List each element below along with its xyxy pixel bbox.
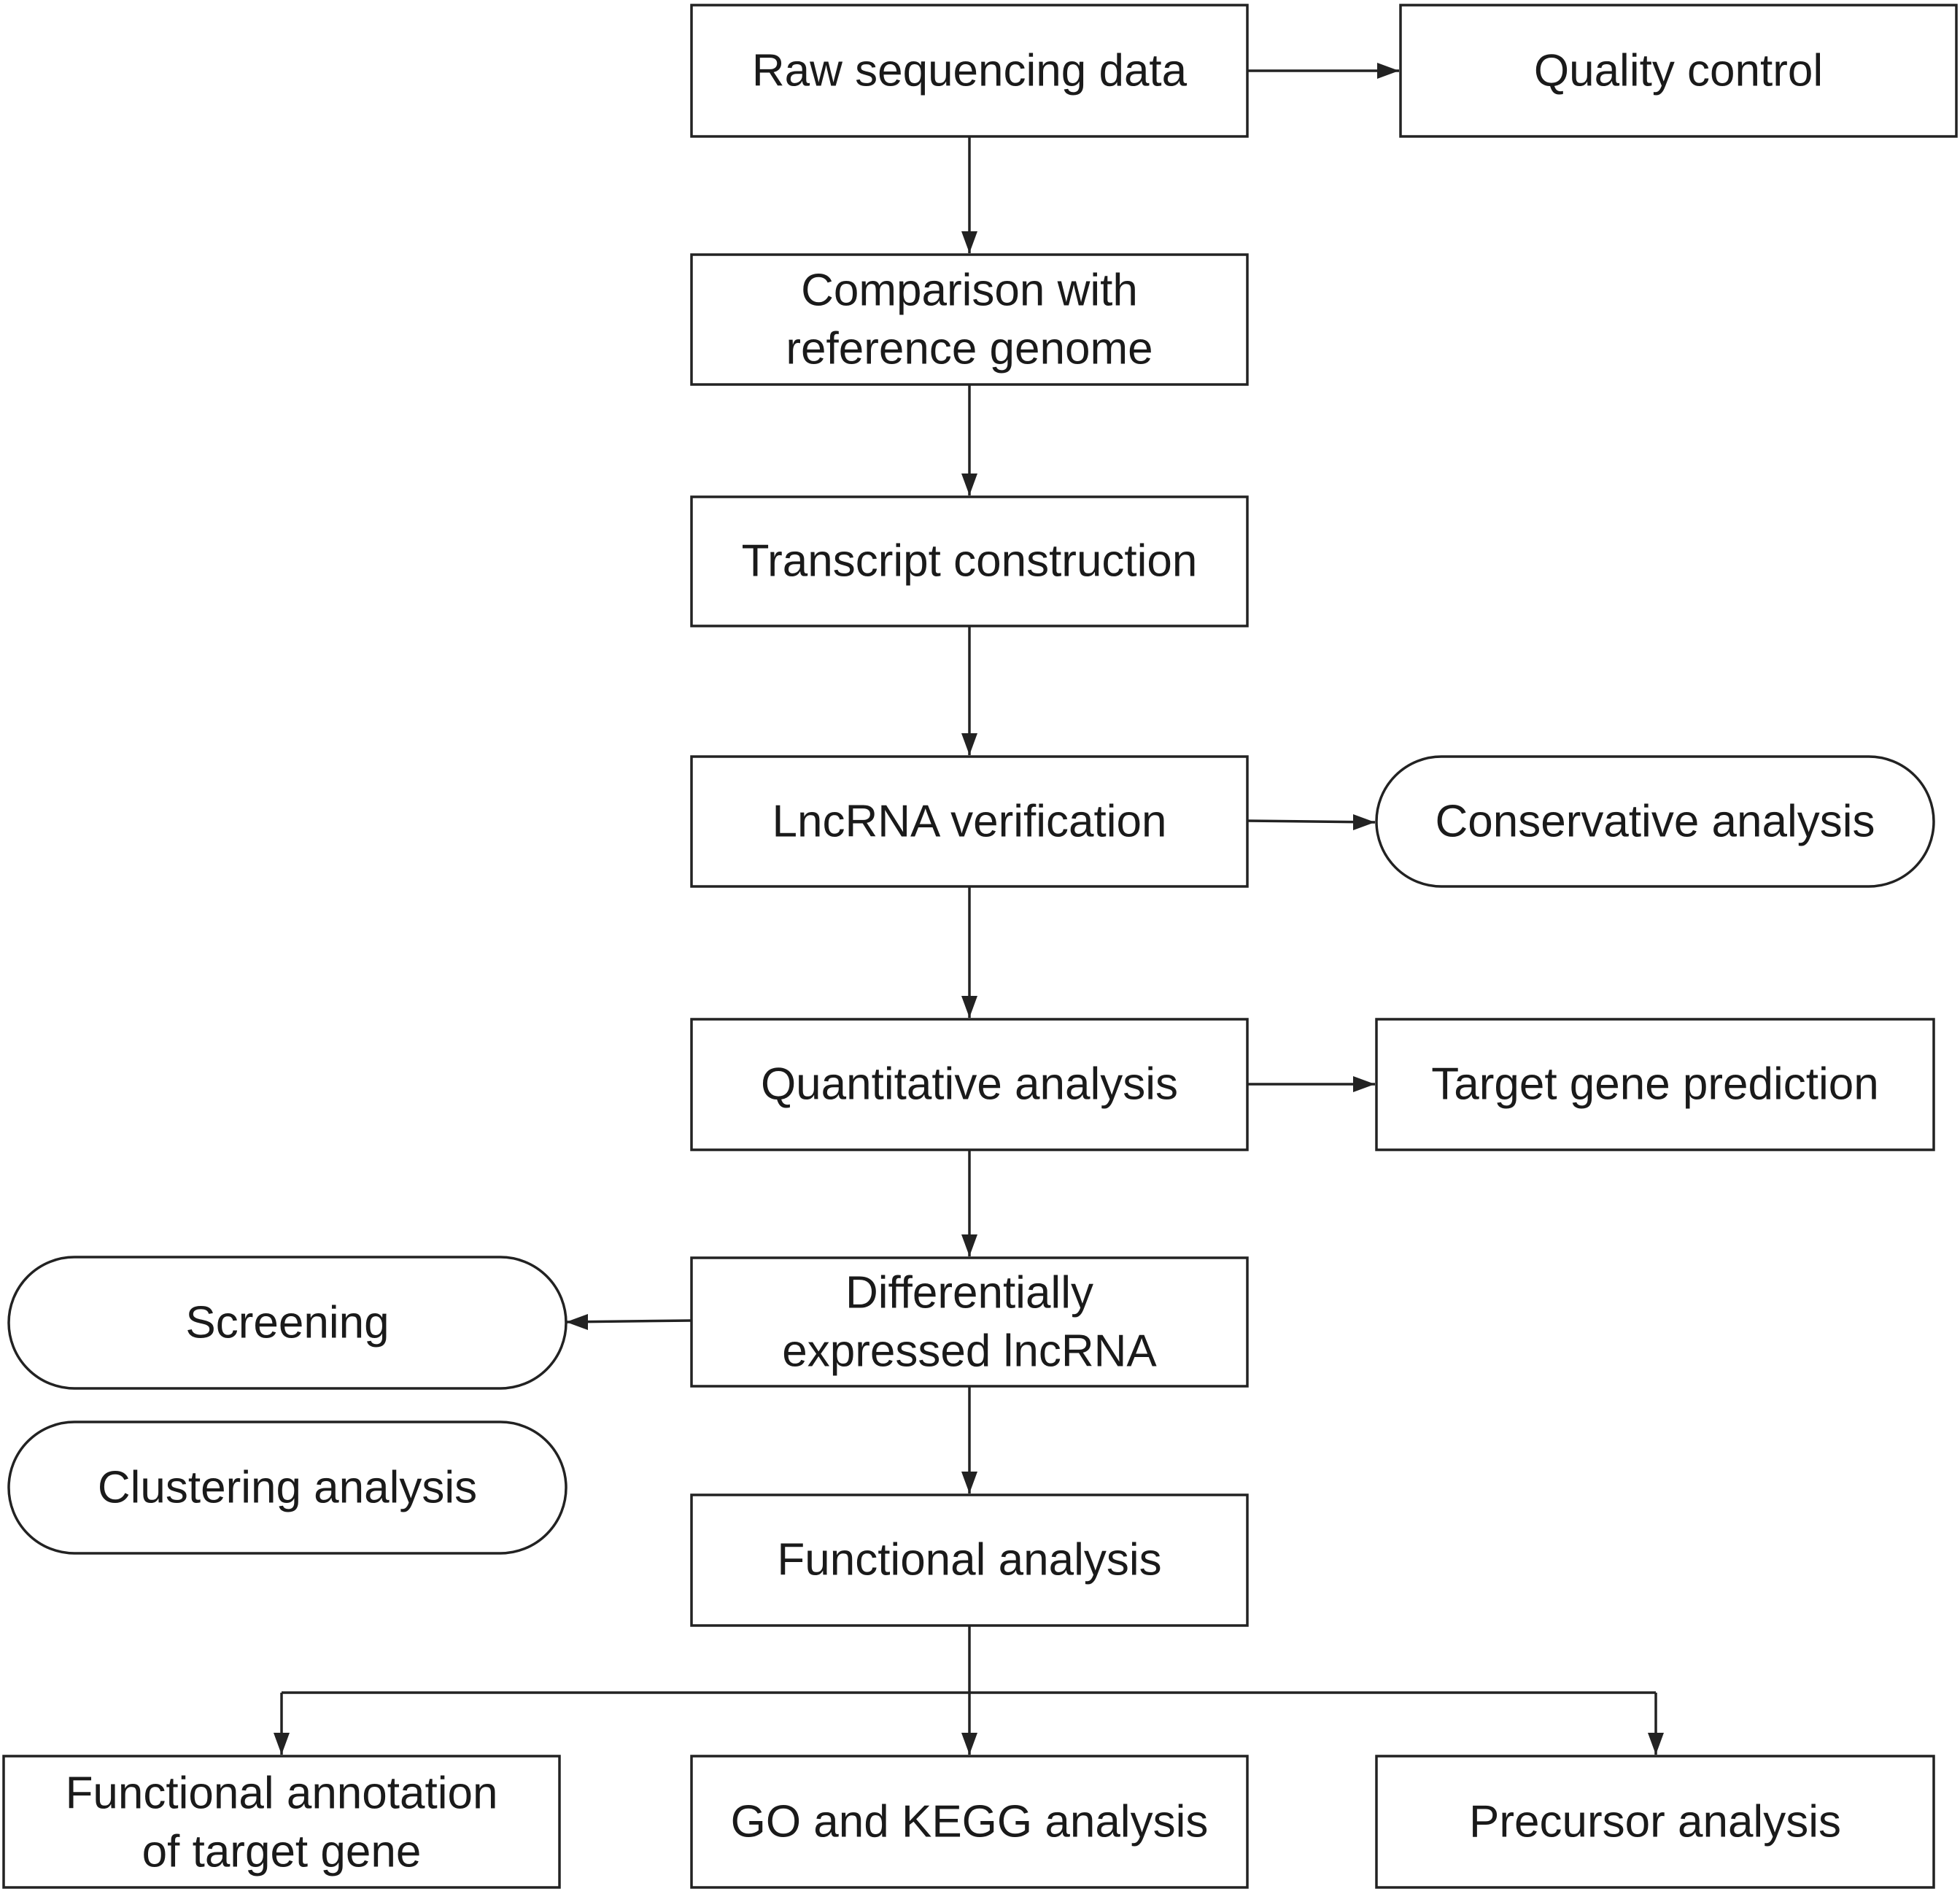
node-target-gene-prediction-label: Target gene prediction [1431,1059,1879,1110]
node-target-gene-prediction: Target gene prediction [1375,1018,1935,1151]
arrowhead-quant-to-target [1353,1076,1375,1092]
node-functional-analysis: Functional analysis [690,1493,1249,1627]
edges [274,63,1664,1755]
arrowhead-lncrna-to-conservative [1353,814,1375,830]
node-raw-sequencing-data: Raw sequencing data [690,4,1249,138]
node-conservative-analysis: Conservative analysis [1375,755,1935,888]
arrowhead-functional-to-precursor [1648,1733,1664,1755]
arrowhead-raw-to-qc [1377,63,1399,79]
node-functional-annotation-of-target-gene: Functional annotation of target gene [2,1755,561,1889]
node-transcript-construction-label: Transcript construction [742,536,1198,587]
node-lncrna-verification: LncRNA verification [690,755,1249,888]
node-quantitative-analysis-label: Quantitative analysis [761,1059,1178,1110]
node-go-and-kegg-analysis-label: GO and KEGG analysis [731,1797,1209,1847]
node-conservative-analysis-label: Conservative analysis [1435,797,1875,847]
node-annotation-label-line-2: of target gene [142,1827,422,1877]
node-screening: Screening [7,1256,568,1390]
arrowhead-comparison-to-transcript [961,474,977,495]
node-quality-control: Quality control [1399,4,1958,138]
node-diff-label-line-1: Differentially [845,1268,1093,1318]
node-raw-sequencing-data-label: Raw sequencing data [752,46,1188,96]
node-comparison-label-line-2: reference genome [786,324,1153,374]
node-comparison-with-reference-genome: Comparison with reference genome [690,253,1249,386]
arrowhead-functional-to-annotation [274,1733,290,1755]
arrowhead-raw-to-comparison [961,231,977,253]
node-comparison-label-line-1: Comparison with [801,266,1138,316]
arrowhead-functional-to-gokegg [961,1733,977,1755]
node-functional-analysis-label: Functional analysis [777,1535,1161,1585]
node-transcript-construction: Transcript construction [690,495,1249,627]
arrowhead-quant-to-diff [961,1234,977,1256]
nodes: Raw sequencing data Quality control Comp… [2,4,1958,1889]
node-clustering-analysis-label: Clustering analysis [98,1463,477,1513]
node-precursor-analysis-label: Precursor analysis [1469,1797,1841,1847]
node-precursor-analysis: Precursor analysis [1375,1755,1935,1889]
node-annotation-label-line-1: Functional annotation [66,1769,498,1819]
node-quality-control-label: Quality control [1534,46,1823,96]
arrowhead-diff-to-functional [961,1472,977,1493]
node-quantitative-analysis: Quantitative analysis [690,1018,1249,1151]
node-diff-label-line-2: expressed lncRNA [782,1326,1157,1377]
node-differentially-expressed-lncrna: Differentially expressed lncRNA [690,1256,1249,1388]
node-go-and-kegg-analysis: GO and KEGG analysis [690,1755,1249,1889]
node-screening-label: Screening [185,1298,389,1348]
arrowhead-transcript-to-lncrna [961,733,977,755]
node-lncrna-verification-label: LncRNA verification [772,797,1166,847]
arrowhead-diff-to-screening [566,1314,588,1330]
arrowhead-lncrna-to-quant [961,996,977,1018]
node-clustering-analysis: Clustering analysis [7,1420,568,1555]
